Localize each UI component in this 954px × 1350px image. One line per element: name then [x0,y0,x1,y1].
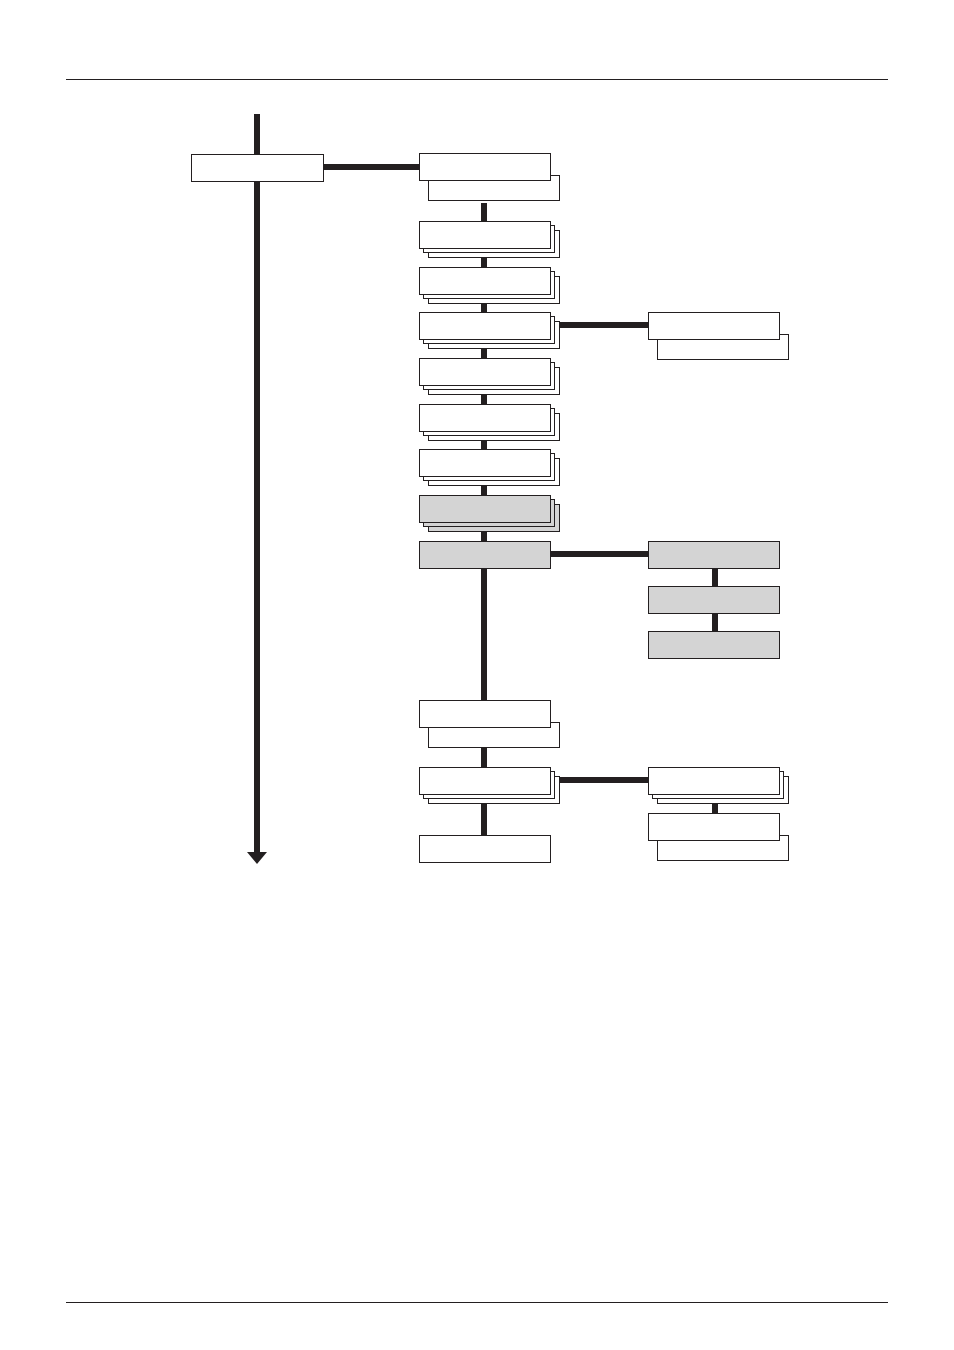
main-box [648,312,780,340]
menu-box-12 [419,835,551,863]
menu-boxes [191,153,789,863]
box [419,541,551,569]
menu-box-6 [419,404,560,441]
menu-box-10 [419,700,560,748]
menu-box-8 [419,495,560,532]
menu-box-9 [419,541,551,569]
submenu-box-4-1 [648,312,789,360]
root-box [191,154,324,182]
box [648,541,780,569]
stack-layer-1 [419,449,551,477]
submenu-box-9-3 [648,631,780,659]
stack-layer-1 [419,267,551,295]
main-box [419,153,551,181]
main-box [419,700,551,728]
header-rule [66,79,888,80]
submenu-box-11-2 [648,813,789,861]
main-flow-arrowhead [247,852,267,864]
menu-box-3 [419,267,560,304]
main-box [648,813,780,841]
box [648,631,780,659]
box [648,586,780,614]
submenu-box-11-1 [648,767,789,804]
menu-box-7 [419,449,560,486]
menu-box-2 [419,221,560,258]
menu-box-11 [419,767,560,804]
stack-layer-1 [419,495,551,523]
submenu-box-9-2 [648,586,780,614]
box [419,835,551,863]
stack-layer-1 [419,221,551,249]
stack-layer-1 [419,358,551,386]
footer-rule [66,1302,888,1303]
stack-layer-1 [419,404,551,432]
menu-box-1 [419,153,560,201]
stack-layer-1 [419,767,551,795]
stack-layer-1 [648,767,780,795]
box [191,154,324,182]
menu-box-5 [419,358,560,395]
menu-box-4 [419,312,560,349]
stack-layer-1 [419,312,551,340]
submenu-box-9-1 [648,541,780,569]
